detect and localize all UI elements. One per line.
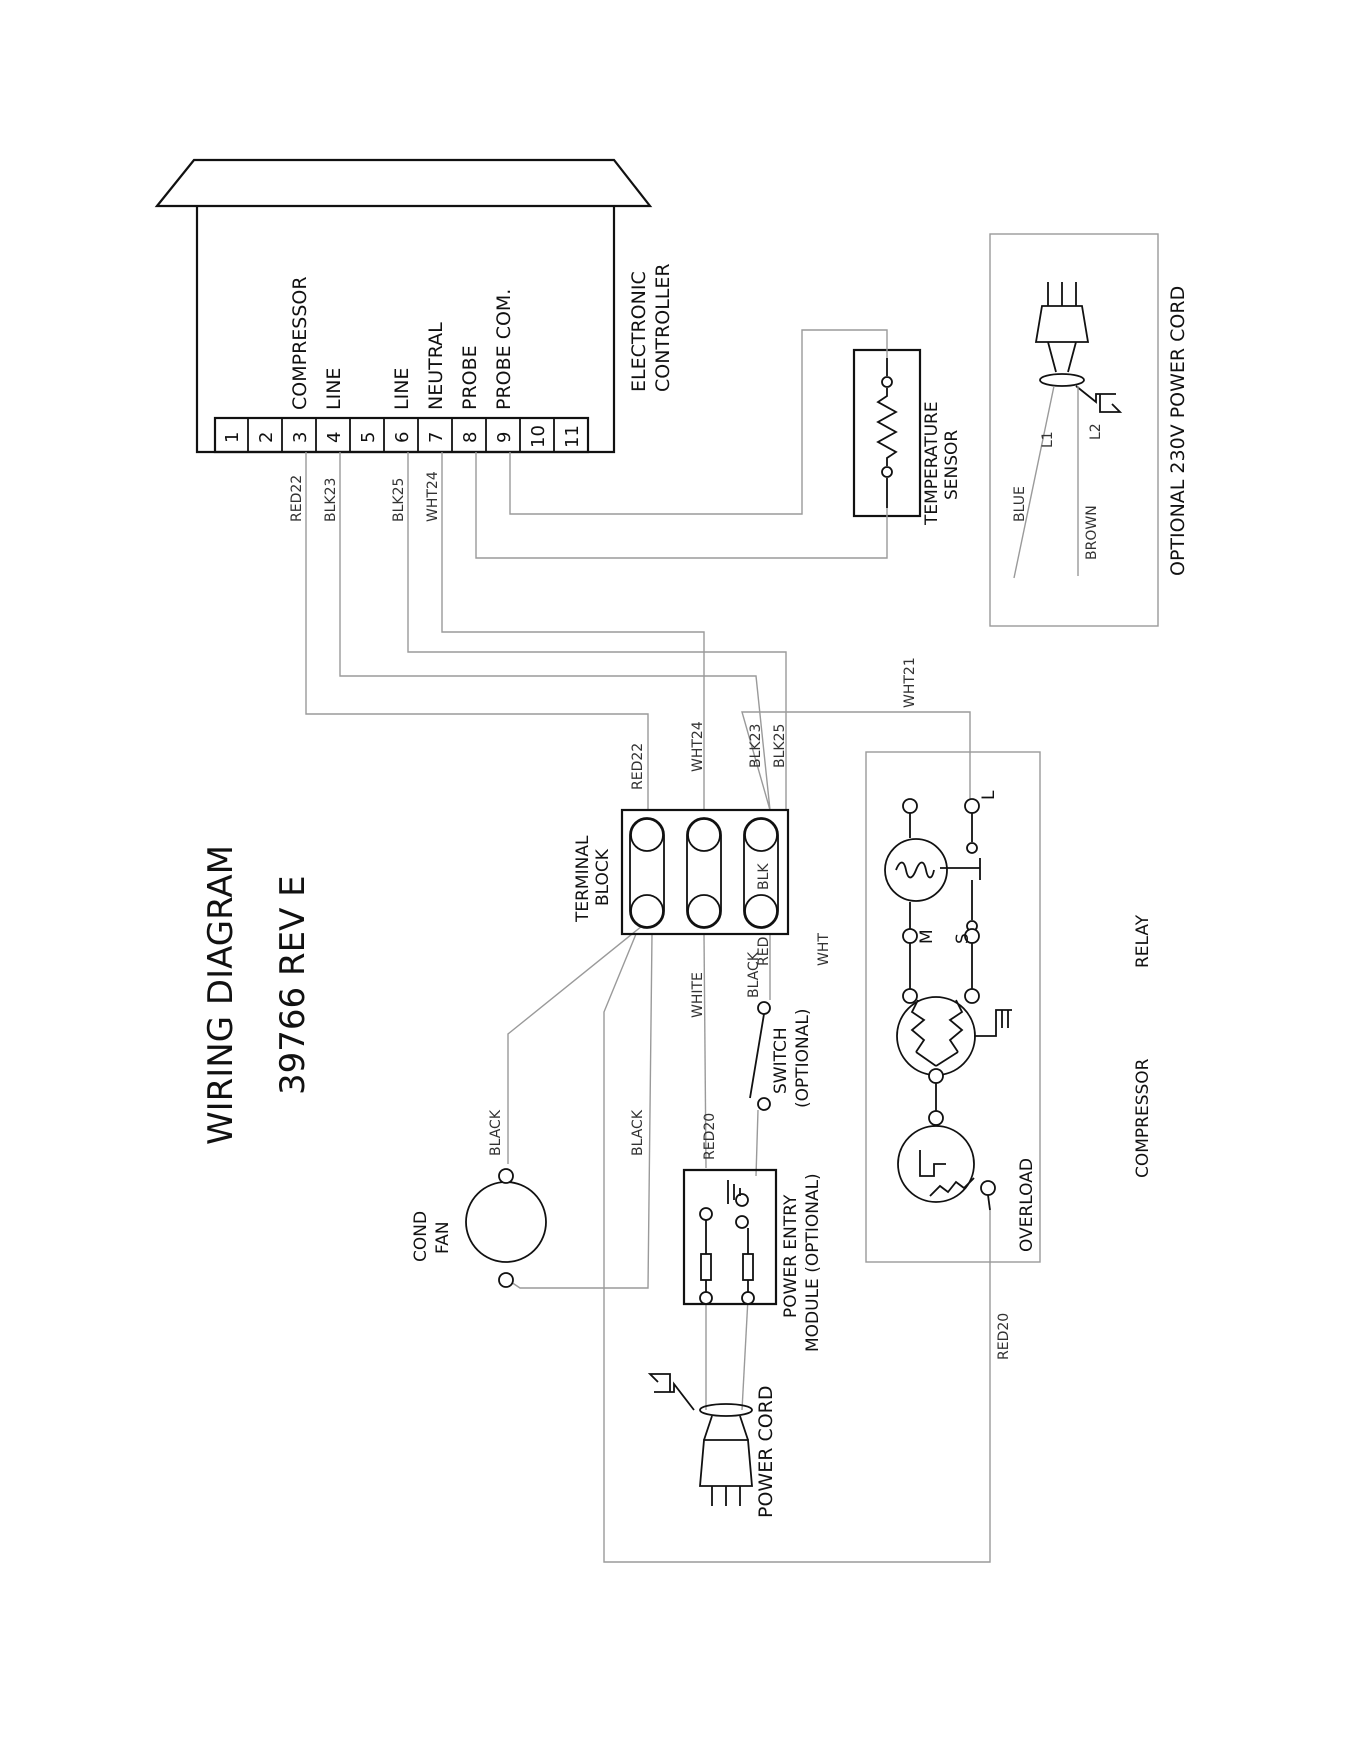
diagram-title: WIRING DIAGRAM	[201, 845, 241, 1145]
controller-terminal-6: 6	[392, 432, 413, 443]
wire-label-red20-left: RED20	[702, 1113, 718, 1160]
wire-label-wht: WHT	[816, 933, 832, 966]
switch-label-line1: SWITCH	[771, 1027, 791, 1094]
optional-cord-brown: BROWN	[1084, 505, 1100, 560]
power-entry-module: POWER ENTRY MODULE (OPTIONAL)	[682, 1168, 823, 1352]
diagram-revision: 39766 REV E	[273, 875, 313, 1095]
wire-label-black-fan: BLACK	[488, 1109, 504, 1156]
electronic-controller: 1 2 3 4 5 6 7 8 9 10 11 COMPRESSOR LINE …	[154, 158, 674, 454]
terminal-block-blk: BLK	[756, 863, 772, 890]
wire-label-blk25-top: BLK25	[391, 478, 407, 522]
controller-terminal-1: 1	[222, 432, 243, 443]
terminal-block-line1: TERMINAL	[573, 835, 593, 923]
terminal-block: BLK TERMINAL BLOCK	[573, 808, 790, 936]
wire-label-black-switch: BLACK	[746, 951, 762, 998]
switch-optional: SWITCH (OPTIONAL)	[749, 1001, 813, 1111]
controller-label-line2: CONTROLLER	[652, 263, 674, 392]
compressor-label: COMPRESSOR	[1133, 1058, 1153, 1178]
controller-terminal-8: 8	[460, 432, 481, 443]
cond-fan-line1: COND	[411, 1211, 431, 1262]
optional-230v-power-cord: L1 L2 BLUE BROWN OPTIONAL 230V POWER COR…	[989, 233, 1189, 627]
controller-terminal-5: 5	[358, 432, 379, 443]
optional-cord-blue: BLUE	[1012, 486, 1028, 522]
wire-label-wht24-bottom: WHT24	[690, 721, 706, 772]
optional-cord-l2: L2	[1088, 423, 1104, 440]
cond-fan-line2: FAN	[433, 1221, 453, 1254]
wire-label-white: WHITE	[690, 972, 706, 1018]
terminal-label-line-6: LINE	[391, 368, 413, 410]
power-cord: POWER CORD	[647, 1373, 777, 1519]
controller-terminal-9: 9	[494, 432, 515, 443]
temperature-sensor-line1: TEMPERATURE	[922, 401, 942, 526]
power-entry-line1: POWER ENTRY	[781, 1194, 801, 1318]
wire-label-red22-bottom: RED22	[630, 743, 646, 790]
relay-label: RELAY	[1133, 914, 1153, 968]
controller-terminal-4: 4	[324, 432, 345, 443]
controller-terminal-7: 7	[426, 432, 447, 443]
wire-label-blk25-bottom: BLK25	[772, 724, 788, 768]
wire-label-wht21: WHT21	[902, 657, 918, 708]
controller-terminal-11: 11	[562, 425, 583, 448]
wire-label-blk23-top: BLK23	[323, 478, 339, 522]
controller-terminal-3: 3	[290, 432, 311, 443]
terminal-block-line2: BLOCK	[593, 848, 613, 906]
temperature-sensor-line2: SENSOR	[942, 430, 962, 500]
wire-label-black-lower: BLACK	[630, 1109, 646, 1156]
wires	[305, 329, 991, 1563]
terminal-label-line-4: LINE	[323, 368, 345, 410]
terminal-label-neutral: NEUTRAL	[425, 322, 447, 410]
terminal-label-probe-com: PROBE COM.	[493, 289, 515, 410]
controller-terminal-10: 10	[528, 425, 549, 448]
wire-label-red: RED	[756, 937, 772, 966]
controller-terminal-2: 2	[256, 432, 277, 443]
optional-cord-label: OPTIONAL 230V POWER CORD	[1167, 286, 1189, 576]
relay-terminal-l: L	[979, 790, 999, 800]
wire-label-red22-top: RED22	[289, 475, 305, 522]
optional-cord-l1: L1	[1040, 431, 1056, 448]
relay-terminal-s: S	[953, 933, 973, 944]
compressor-assembly: L M S COMPRESSOR RELAY OVERLOAD	[865, 751, 1153, 1263]
cond-fan: COND FAN	[411, 1168, 547, 1288]
terminal-label-probe: PROBE	[459, 345, 481, 410]
temperature-sensor: TEMPERATURE SENSOR	[852, 348, 962, 526]
power-entry-line2: MODULE (OPTIONAL)	[803, 1173, 823, 1352]
relay-terminal-m: M	[917, 929, 937, 944]
wire-label-red20-right: RED20	[996, 1313, 1012, 1360]
wire-label-wht24-top: WHT24	[425, 471, 441, 522]
switch-label-line2: (OPTIONAL)	[793, 1009, 813, 1109]
power-cord-label: POWER CORD	[755, 1386, 777, 1519]
controller-label-line1: ELECTRONIC	[628, 271, 650, 392]
wire-label-blk23-bottom: BLK23	[748, 724, 764, 768]
terminal-label-compressor: COMPRESSOR	[289, 276, 311, 410]
overload-label: OVERLOAD	[1017, 1158, 1037, 1252]
